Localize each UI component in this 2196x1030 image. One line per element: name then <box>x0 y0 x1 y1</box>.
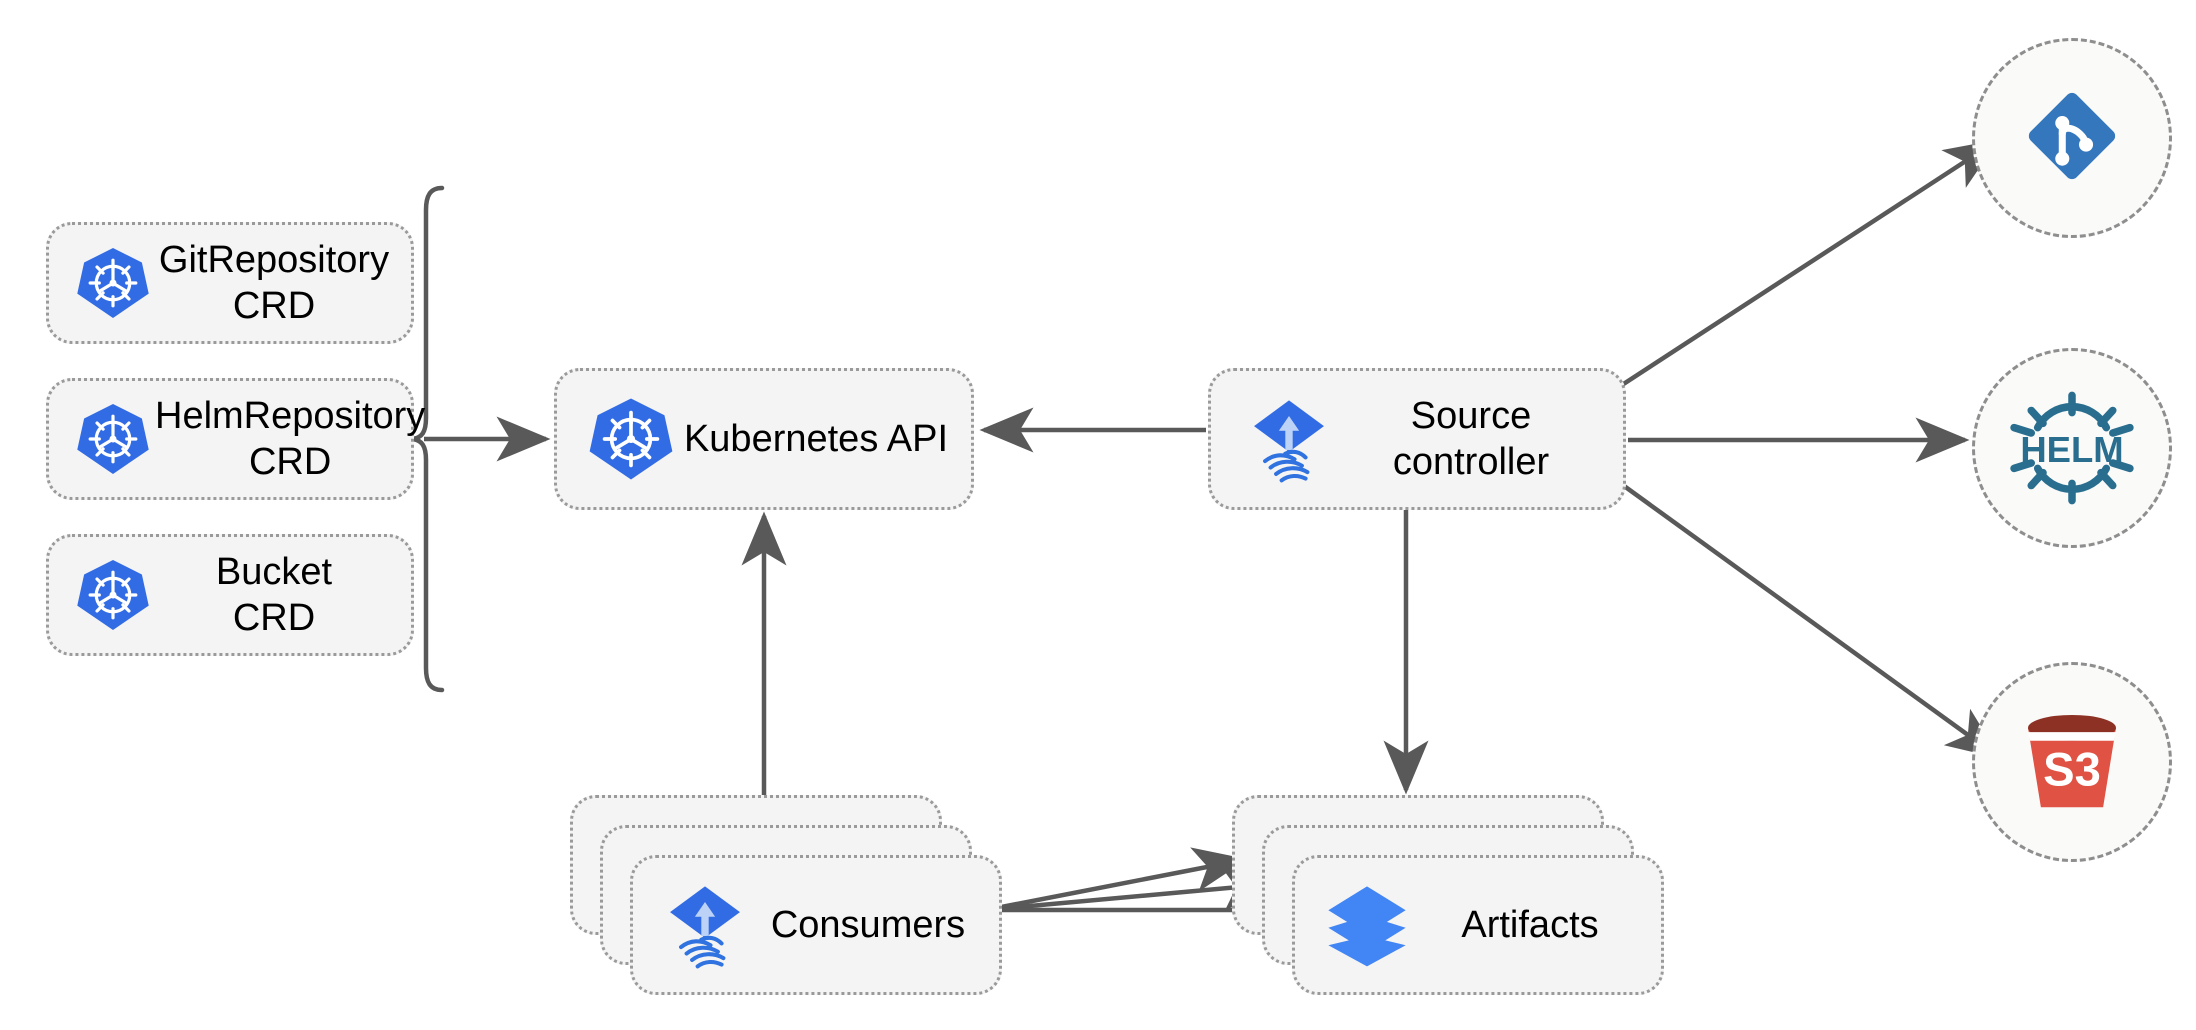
external-source-helm[interactable]: HELM <box>1972 348 2172 548</box>
node-artifacts[interactable]: Artifacts <box>1232 795 1672 1000</box>
flux-icon <box>659 879 751 971</box>
node-source-controller[interactable]: Source controller <box>1208 368 1626 510</box>
kubernetes-icon <box>75 245 151 321</box>
external-source-git[interactable] <box>1972 38 2172 238</box>
node-kubernetes-api[interactable]: Kubernetes API <box>554 368 974 510</box>
node-label: HelmRepository CRD <box>155 394 426 483</box>
edge-source-controller-to-git <box>1600 139 1999 400</box>
node-label: Kubernetes API <box>683 417 949 460</box>
stack-sheet-front[interactable]: Artifacts <box>1292 855 1664 995</box>
node-label: Consumers <box>770 903 966 946</box>
node-gitrepository-crd[interactable]: GitRepository CRD <box>46 222 414 344</box>
node-label: Bucket CRD <box>215 550 333 639</box>
helm-icon: HELM <box>2006 389 2138 507</box>
git-icon <box>2018 82 2126 195</box>
kubernetes-icon <box>75 557 151 633</box>
stack-sheet-front[interactable]: Consumers <box>630 855 1002 995</box>
node-bucket-crd[interactable]: Bucket CRD <box>46 534 414 656</box>
kubernetes-icon <box>75 401 151 477</box>
kubernetes-icon <box>587 395 675 483</box>
flux-icon <box>1243 393 1335 485</box>
node-label: Artifacts <box>1461 903 1599 946</box>
s3-icon: S3 <box>2013 704 2131 821</box>
layers-icon <box>1321 879 1413 971</box>
node-helmrepository-crd[interactable]: HelmRepository CRD <box>46 378 425 500</box>
edge-consumers-to-artifacts-1 <box>985 847 1248 913</box>
node-label: Source controller <box>1392 394 1550 483</box>
node-label: GitRepository CRD <box>158 238 390 327</box>
edge-consumers-to-artifacts-2 <box>985 866 1277 913</box>
node-consumers[interactable]: Consumers <box>570 795 1010 1000</box>
s3-wordmark: S3 <box>2043 743 2101 796</box>
edge-source-controller-to-s3 <box>1600 468 2001 759</box>
helm-wordmark: HELM <box>2020 429 2123 470</box>
external-source-s3[interactable]: S3 <box>1972 662 2172 862</box>
